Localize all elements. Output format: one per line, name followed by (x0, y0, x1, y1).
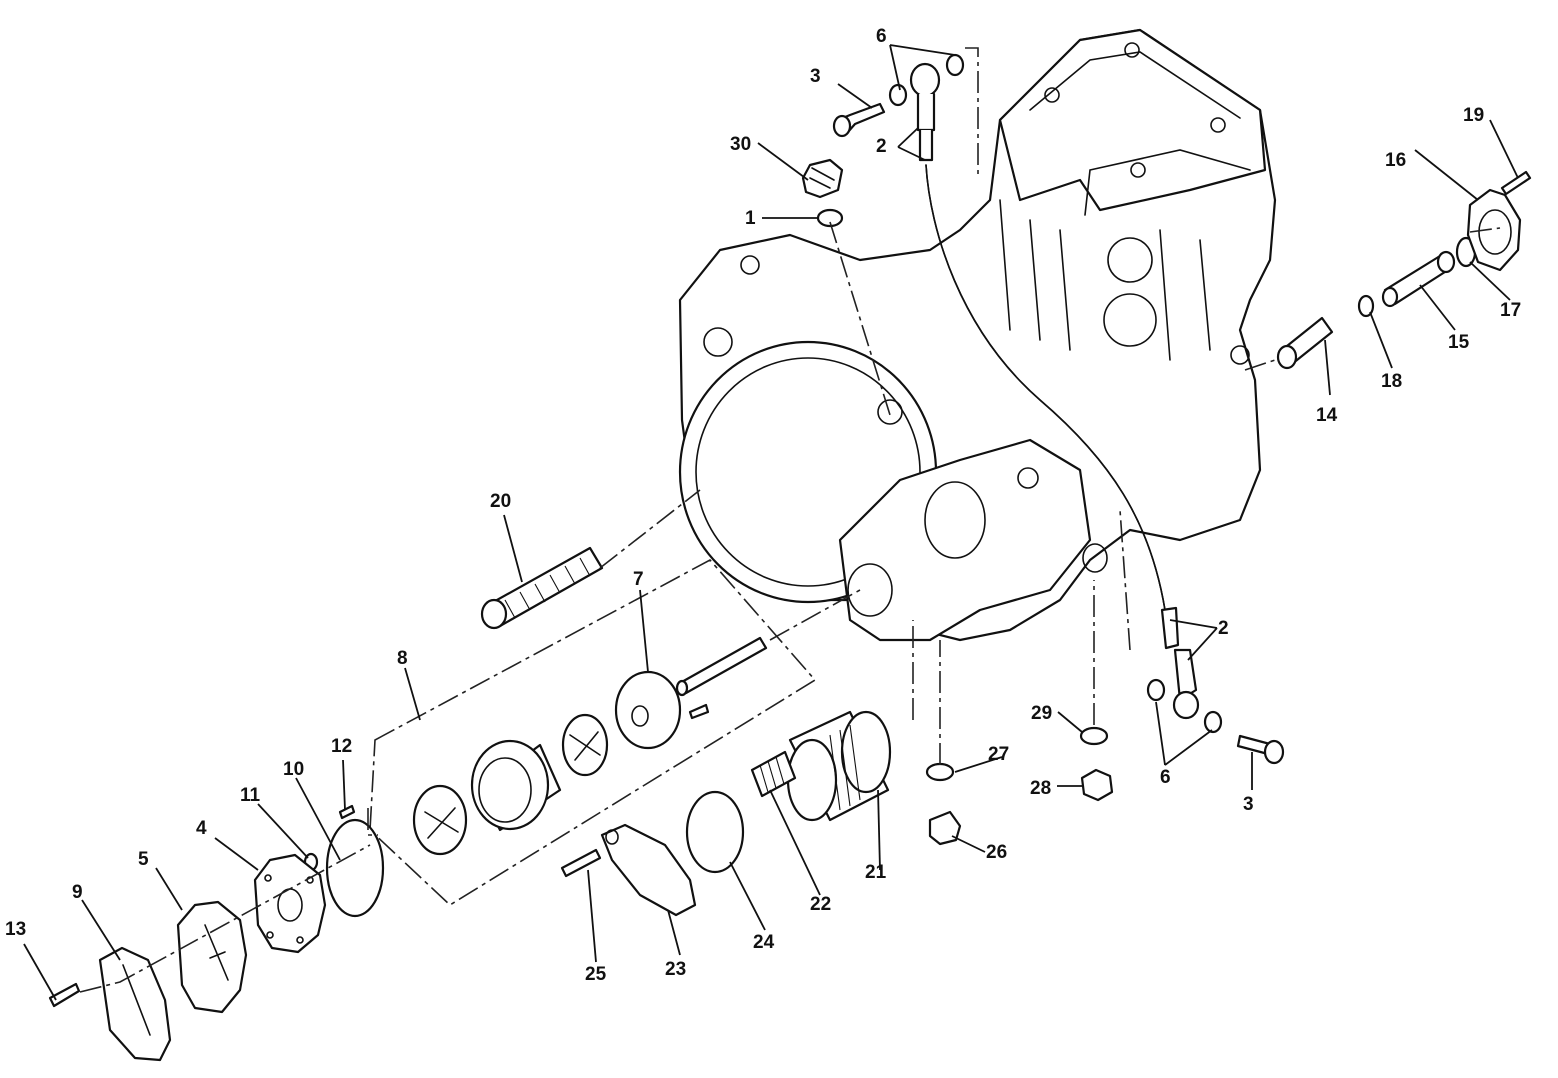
filter-spring (750, 750, 797, 798)
filter-cover (600, 823, 697, 917)
callout-23: 23 (665, 959, 686, 980)
oil-pipe (1381, 250, 1456, 308)
callout-26: 26 (986, 842, 1007, 863)
callout-6-bottom: 6 (1160, 767, 1171, 788)
drain-plug-28 (1080, 768, 1114, 802)
washer-6-bottom-b (1203, 710, 1223, 734)
callout-4: 4 (196, 818, 207, 839)
parts (48, 53, 1532, 1062)
leader-lines (23, 44, 1519, 1001)
o-ring-10 (325, 818, 385, 918)
drain-plug-26 (928, 810, 962, 846)
o-ring-18 (1357, 294, 1375, 318)
oil-strainer (480, 546, 604, 630)
callout-3-bottom: 3 (1243, 794, 1254, 815)
callout-5: 5 (138, 849, 149, 870)
pump-rotor-inner (412, 784, 468, 856)
engine-block (678, 28, 1277, 642)
callout-20: 20 (490, 491, 511, 512)
washer-29 (1079, 726, 1109, 746)
oil-filter (786, 710, 892, 822)
callout-30: 30 (730, 134, 751, 155)
pump-housing-ring (470, 739, 562, 832)
callout-29: 29 (1031, 703, 1052, 724)
oil-tube (1276, 316, 1334, 370)
washer-6-top-a (888, 83, 908, 107)
banjo-fitting-top (909, 62, 941, 162)
callout-27: 27 (988, 744, 1009, 765)
callout-labels: 1 2 2 3 3 4 5 6 6 7 8 9 10 11 12 13 14 1… (5, 26, 1521, 985)
callout-12: 12 (331, 736, 352, 757)
callout-2-top: 2 (876, 136, 887, 157)
pump-rotor-outer (561, 713, 609, 777)
gasket-5 (176, 900, 248, 1014)
banjo-bolt-bottom (1236, 734, 1285, 765)
callout-28: 28 (1030, 778, 1051, 799)
pump-group-outline (369, 558, 817, 907)
oil-filler-cap (801, 158, 844, 199)
callout-2-bottom: 2 (1218, 618, 1229, 639)
callout-10: 10 (283, 759, 304, 780)
washer-27 (925, 762, 955, 782)
callout-1: 1 (745, 208, 756, 229)
bolt-25 (560, 848, 602, 878)
callout-14: 14 (1316, 405, 1338, 426)
callout-21: 21 (865, 862, 887, 883)
callout-24: 24 (753, 932, 775, 953)
banjo-bolt-top (832, 102, 886, 138)
cover-plate-16 (1466, 188, 1522, 272)
callout-3-top: 3 (810, 66, 821, 87)
callout-15: 15 (1448, 332, 1470, 353)
callout-19: 19 (1463, 105, 1484, 126)
callout-16: 16 (1385, 150, 1406, 171)
callout-9: 9 (72, 882, 83, 903)
callout-13: 13 (5, 919, 26, 940)
washer-6-bottom-a (1146, 678, 1166, 702)
pin-12 (338, 804, 356, 820)
callout-11: 11 (240, 785, 261, 806)
pump-shaft (675, 636, 768, 720)
pump-plate-7 (614, 670, 682, 750)
cover-plate-9 (98, 946, 172, 1062)
washer-6-top-b (945, 53, 965, 77)
callout-17: 17 (1500, 300, 1521, 321)
callout-22: 22 (810, 894, 831, 915)
callout-18: 18 (1381, 371, 1402, 392)
callout-8: 8 (397, 648, 408, 669)
banjo-fitting-bottom (1160, 606, 1200, 720)
callout-6-top: 6 (876, 26, 887, 47)
callout-7: 7 (633, 569, 644, 590)
assembly-lines (79, 47, 1501, 993)
o-ring-24 (685, 790, 745, 874)
pump-cover-4 (253, 853, 327, 954)
callout-25: 25 (585, 964, 607, 985)
bolt-13 (48, 982, 81, 1008)
